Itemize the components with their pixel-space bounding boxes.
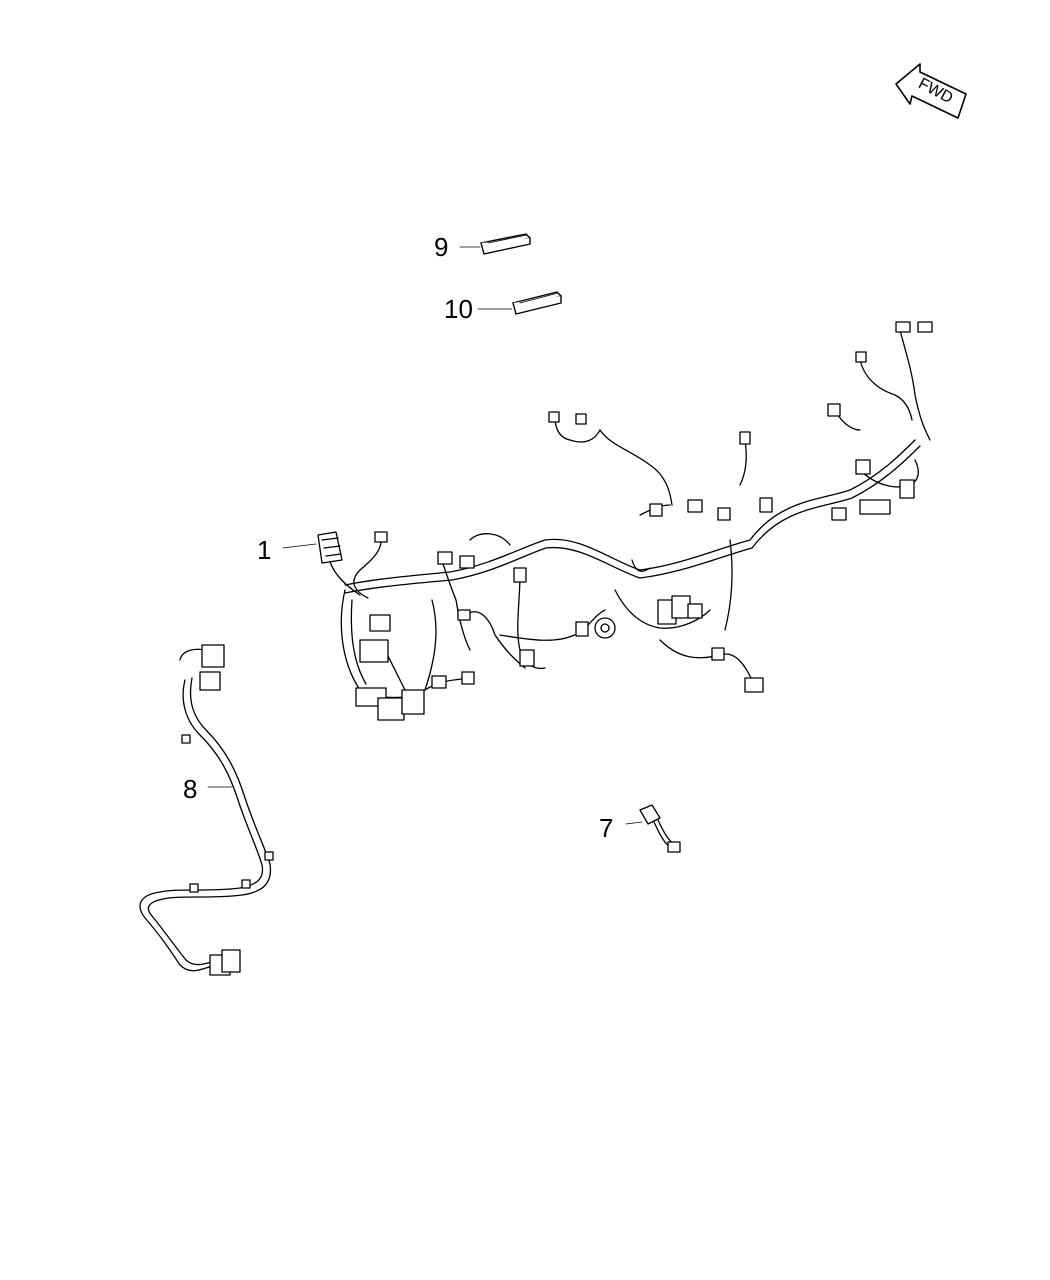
connector-block-9	[459, 233, 531, 255]
callout-8: 8	[183, 774, 198, 804]
callout-9: 9	[434, 232, 449, 262]
connector-block-10	[477, 291, 562, 315]
side-harness-8	[139, 644, 274, 976]
fwd-arrow-icon: FWD	[895, 63, 967, 119]
callout-1: 1	[257, 535, 272, 565]
callout-7: 7	[599, 813, 614, 843]
callout-10: 10	[444, 294, 473, 324]
main-harness	[282, 321, 933, 721]
jumper-harness-7	[625, 804, 681, 853]
